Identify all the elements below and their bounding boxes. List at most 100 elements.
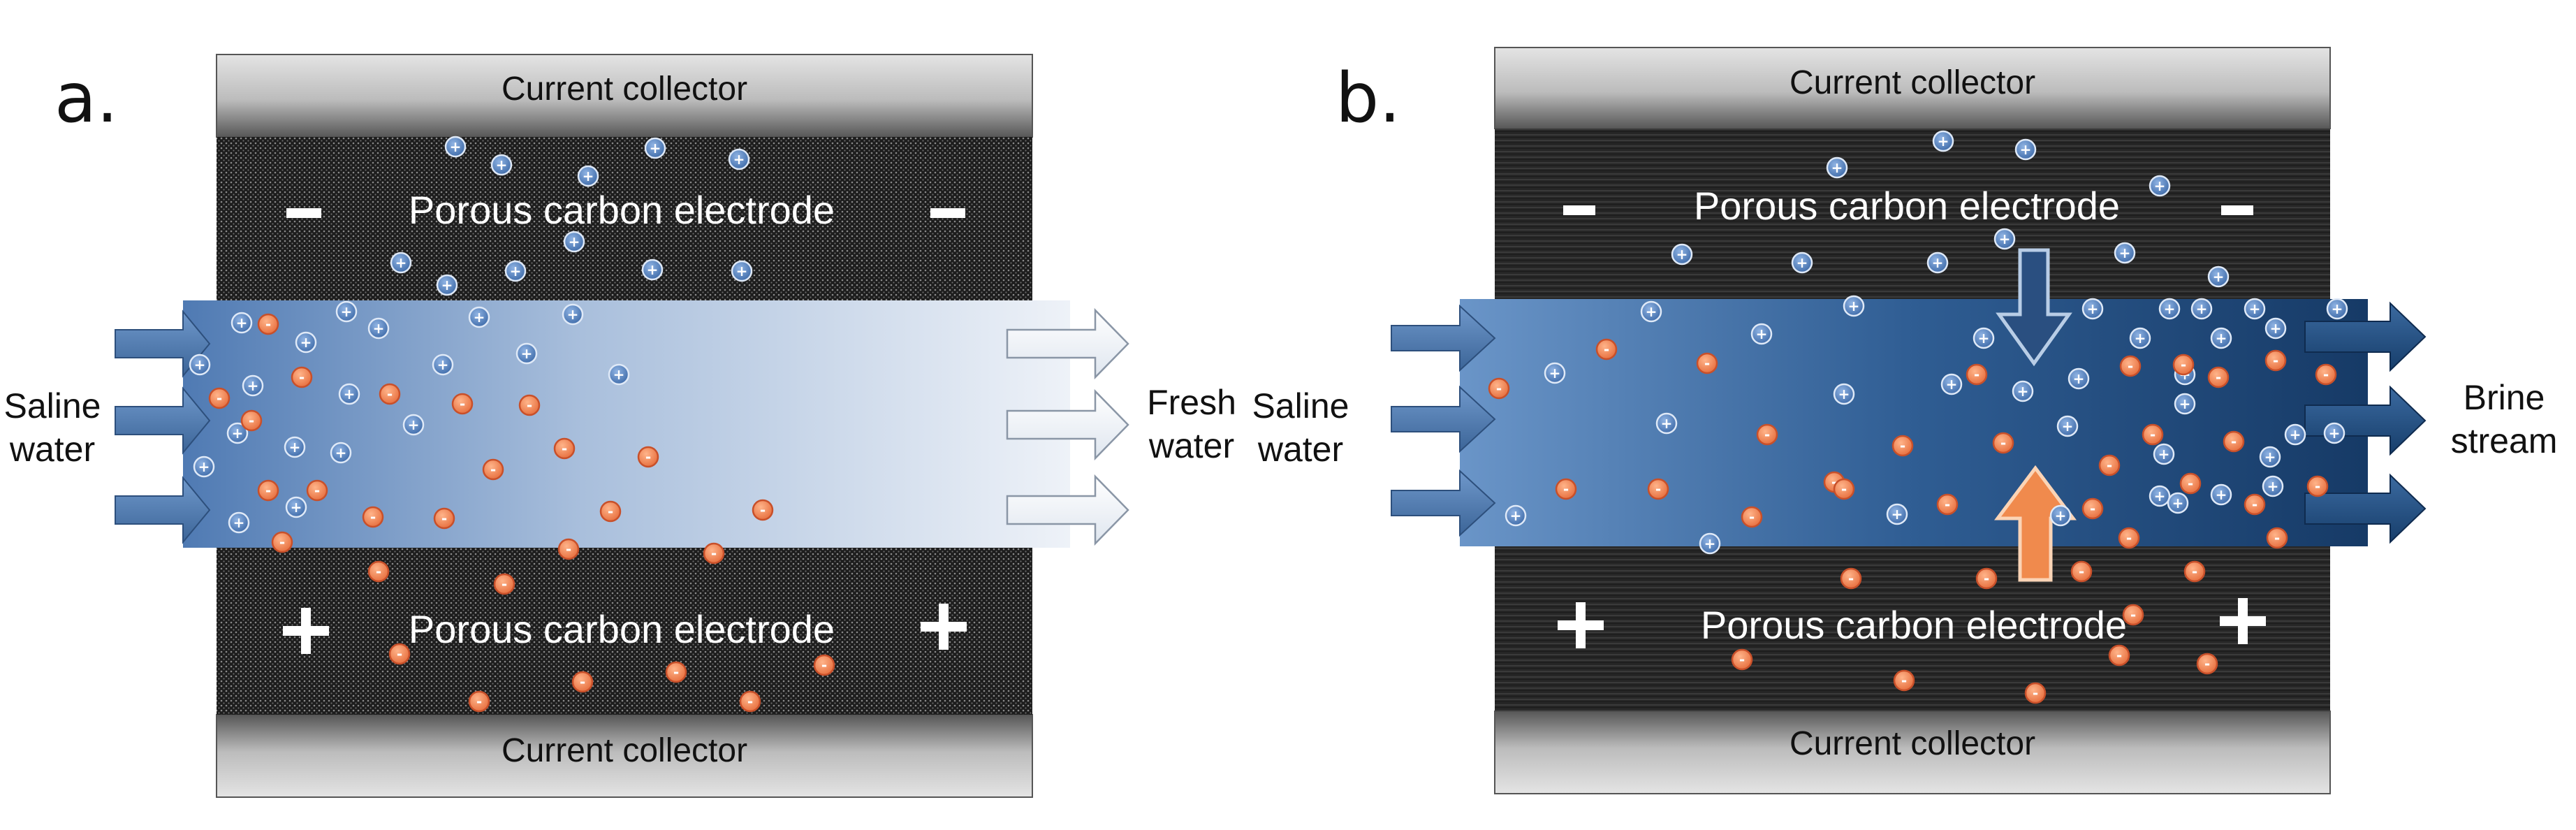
anion-icon: - — [433, 507, 455, 530]
svg-text:-: - — [2126, 530, 2132, 546]
anion-icon: - — [2183, 560, 2206, 583]
svg-text:+: + — [437, 356, 449, 373]
cation-icon: + — [335, 300, 358, 323]
svg-text:-: - — [1848, 570, 1854, 587]
panel-b-top-electrode-label: Porous carbon electrode — [1694, 184, 2120, 228]
svg-text:+: + — [2196, 300, 2208, 317]
svg-text:+: + — [1999, 231, 2011, 247]
outlet-arrow — [2304, 385, 2427, 456]
cation-icon: + — [1932, 130, 1954, 152]
cation-icon: + — [515, 342, 538, 365]
panel-a-letter: a. — [54, 59, 119, 138]
cation-icon: + — [728, 148, 750, 170]
cation-icon: + — [284, 436, 306, 458]
svg-text:+: + — [344, 386, 356, 402]
svg-text:-: - — [1496, 380, 1502, 397]
svg-text:-: - — [2216, 369, 2221, 386]
outlet-arrow — [2304, 473, 2427, 544]
cation-icon: + — [1655, 412, 1678, 435]
svg-text:-: - — [441, 510, 447, 527]
svg-text:+: + — [2264, 449, 2276, 465]
cation-icon: + — [2323, 422, 2346, 444]
svg-text:-: - — [387, 386, 393, 402]
outlet-arrow — [1006, 307, 1129, 380]
svg-text:+: + — [521, 345, 533, 362]
anion-icon: - — [2223, 430, 2245, 453]
cation-icon: + — [490, 154, 513, 176]
anion-icon: - — [2244, 493, 2266, 516]
svg-text:-: - — [2323, 366, 2329, 383]
svg-text:+: + — [1756, 326, 1768, 342]
cation-icon: + — [563, 231, 585, 253]
svg-text:+: + — [1848, 298, 1860, 314]
inlet-arrow — [115, 386, 211, 455]
anion-icon: - — [2207, 366, 2230, 388]
svg-text:-: - — [265, 482, 271, 499]
cation-icon: + — [402, 414, 425, 436]
svg-text:-: - — [217, 390, 222, 407]
anion-icon: - — [2122, 604, 2144, 626]
svg-text:-: - — [1831, 474, 1837, 490]
svg-text:+: + — [2290, 426, 2301, 443]
svg-text:+: + — [335, 444, 347, 461]
anion-icon: - — [557, 538, 580, 560]
svg-text:+: + — [569, 233, 580, 250]
cation-icon: + — [2259, 446, 2281, 468]
cation-icon: + — [193, 456, 215, 478]
svg-text:+: + — [510, 263, 522, 279]
svg-text:-: - — [376, 563, 381, 580]
cation-icon: + — [644, 137, 666, 159]
svg-text:+: + — [1831, 159, 1843, 176]
panel-a-inlet-label: Saline water — [3, 386, 101, 469]
svg-text:+: + — [2154, 177, 2166, 194]
svg-text:-: - — [1749, 509, 1755, 525]
anion-icon: - — [240, 409, 263, 432]
svg-text:-: - — [711, 545, 717, 562]
panel-a-bottom-collector-label: Current collector — [502, 732, 747, 769]
svg-text:+: + — [2216, 486, 2227, 503]
svg-text:-: - — [2033, 685, 2038, 701]
svg-text:-: - — [249, 412, 254, 429]
cation-icon: + — [2264, 317, 2287, 340]
panel-a-bottom-collector — [216, 714, 1033, 798]
anion-icon: - — [362, 506, 384, 528]
svg-text:+: + — [395, 254, 407, 271]
panel-b-inlet-label: Saline water — [1252, 386, 1349, 469]
anion-icon: - — [2070, 560, 2093, 583]
anion-icon: - — [1696, 352, 1718, 374]
cation-icon: + — [1940, 373, 1963, 395]
panel-a-outlet-label: Fresh water — [1147, 383, 1236, 465]
panel-b-top-right-minus-sign — [2221, 205, 2253, 215]
anion-icon: - — [2098, 454, 2121, 476]
outlet-arrow — [1006, 474, 1129, 546]
anion-icon: - — [571, 671, 594, 693]
svg-text:-: - — [760, 502, 766, 518]
svg-text:+: + — [289, 439, 301, 456]
svg-text:+: + — [2073, 370, 2085, 387]
svg-text:+: + — [2020, 141, 2032, 158]
svg-text:-: - — [1901, 672, 1907, 689]
cation-icon: + — [295, 331, 317, 354]
anion-icon: - — [2119, 355, 2142, 377]
anion-icon: - — [291, 366, 313, 388]
cation-icon: + — [641, 259, 664, 281]
panel-b-bottom-collector-label: Current collector — [1790, 725, 2035, 762]
svg-text:-: - — [2000, 435, 2006, 451]
svg-text:-: - — [502, 576, 507, 592]
svg-text:+: + — [1978, 330, 1990, 347]
svg-text:-: - — [2079, 563, 2084, 580]
svg-text:-: - — [460, 395, 465, 412]
panel-b: Current collector Current collector Poro… — [1391, 47, 2427, 794]
cation-icon: + — [1640, 300, 1662, 323]
panel-b-inlet-arrows — [1391, 304, 1496, 537]
anion-icon: - — [1975, 567, 1998, 590]
inlet-arrow — [1391, 469, 1496, 537]
svg-text:-: - — [2128, 358, 2133, 374]
anion-icon: - — [2118, 527, 2140, 549]
panel-b-letter: b. — [1335, 59, 1401, 138]
anion-icon: - — [2024, 682, 2047, 704]
anion-icon: - — [1595, 338, 1618, 361]
svg-text:+: + — [496, 156, 508, 173]
svg-text:-: - — [2252, 496, 2257, 513]
cation-icon: + — [1791, 252, 1813, 274]
